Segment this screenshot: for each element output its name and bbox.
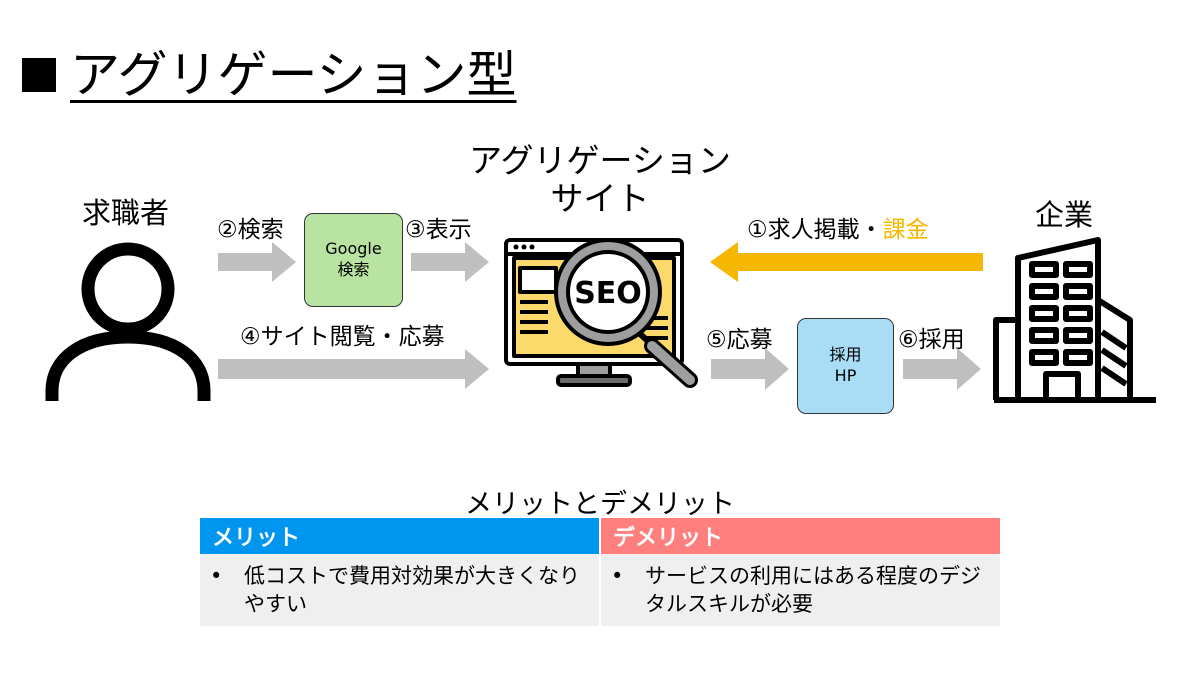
demerit-item: • サービスの利用にはある程度のデジタルスキルが必要 xyxy=(601,554,1000,626)
title-square-bullet xyxy=(22,58,56,92)
step-hire-label: ⑥採用 xyxy=(898,327,965,353)
step-posting-text: ①求人掲載・ xyxy=(747,217,883,243)
merit-text: 低コストで費用対効果が大きくなりやすい xyxy=(244,564,580,617)
aggregation-site-label: アグリゲーション サイト xyxy=(445,142,755,218)
arrow-site-to-hp xyxy=(711,348,789,390)
step-billing-text: 課金 xyxy=(882,217,929,243)
merit-header: メリット xyxy=(200,518,599,554)
seo-badge-text: SEO xyxy=(574,276,642,311)
page-title-text: アグリゲーション型 xyxy=(70,46,517,104)
google-box-line1: Google xyxy=(325,239,382,259)
arrow-seeker-to-site xyxy=(218,349,489,389)
step-display-label: ③表示 xyxy=(405,217,472,243)
step-apply-label: ⑤応募 xyxy=(706,327,773,353)
step-posting-label: ①求人掲載・課金 xyxy=(747,217,929,243)
seo-monitor-icon: SEO xyxy=(504,238,698,388)
company-label: 企業 xyxy=(1035,198,1094,232)
merit-item: • 低コストで費用対効果が大きくなりやすい xyxy=(200,554,599,626)
merit-column: メリット • 低コストで費用対効果が大きくなりやすい xyxy=(200,518,599,626)
step-search-label: ②検索 xyxy=(217,217,284,243)
job-seeker-label: 求職者 xyxy=(82,196,170,230)
demerit-bullet: • xyxy=(611,564,624,588)
step-browse-apply-label: ④サイト閲覧・応募 xyxy=(240,324,445,350)
arrow-seeker-to-google xyxy=(218,242,296,282)
hp-box-line1: 採用 xyxy=(829,345,862,365)
arrow-google-to-site xyxy=(411,242,489,282)
site-label-line2: サイト xyxy=(550,178,650,218)
hp-box-line2: HP xyxy=(834,366,857,385)
person-icon xyxy=(45,242,211,401)
merit-bullet: • xyxy=(210,564,223,588)
arrow-company-to-site xyxy=(710,242,983,282)
arrow-hp-to-company xyxy=(903,348,981,390)
google-box-line2: 検索 xyxy=(337,260,370,279)
google-search-box: Google 検索 xyxy=(304,213,403,307)
demerit-header: デメリット xyxy=(601,518,1000,554)
building-icon xyxy=(993,237,1156,403)
page-title: アグリゲーション型 xyxy=(22,42,517,108)
demerit-column: デメリット • サービスの利用にはある程度のデジタルスキルが必要 xyxy=(601,518,1000,626)
recruitment-hp-box: 採用 HP xyxy=(797,318,894,414)
site-label-line1: アグリゲーション xyxy=(469,141,731,180)
merits-table: メリット • 低コストで費用対効果が大きくなりやすい デメリット • サービスの… xyxy=(200,518,1000,626)
merits-heading: メリットとデメリット xyxy=(465,489,735,520)
demerit-text: サービスの利用にはある程度のデジタルスキルが必要 xyxy=(645,564,981,617)
